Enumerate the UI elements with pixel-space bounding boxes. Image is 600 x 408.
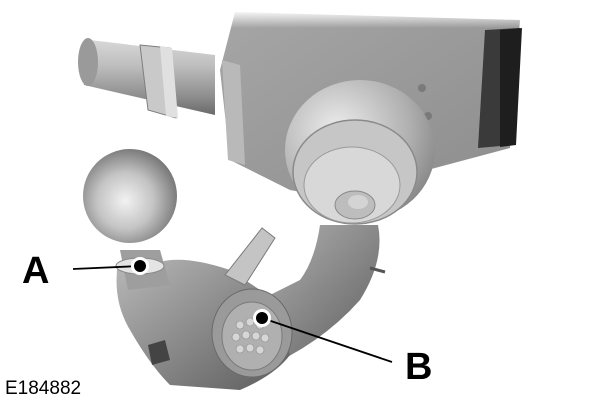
callout-label-a: A (22, 250, 50, 292)
callout-a-dot (134, 260, 146, 272)
callout-b-leader-line (261, 317, 393, 363)
callout-b-dot (256, 312, 268, 324)
callout-a-leader-line (72, 265, 141, 270)
callout-a (72, 257, 149, 275)
cross-tube (78, 38, 215, 119)
callout-b (253, 309, 393, 363)
figure-id: E184882 (5, 378, 82, 399)
electrical-socket (211, 227, 293, 378)
callout-label-b: B (405, 346, 433, 388)
pivot-hub (285, 80, 435, 225)
